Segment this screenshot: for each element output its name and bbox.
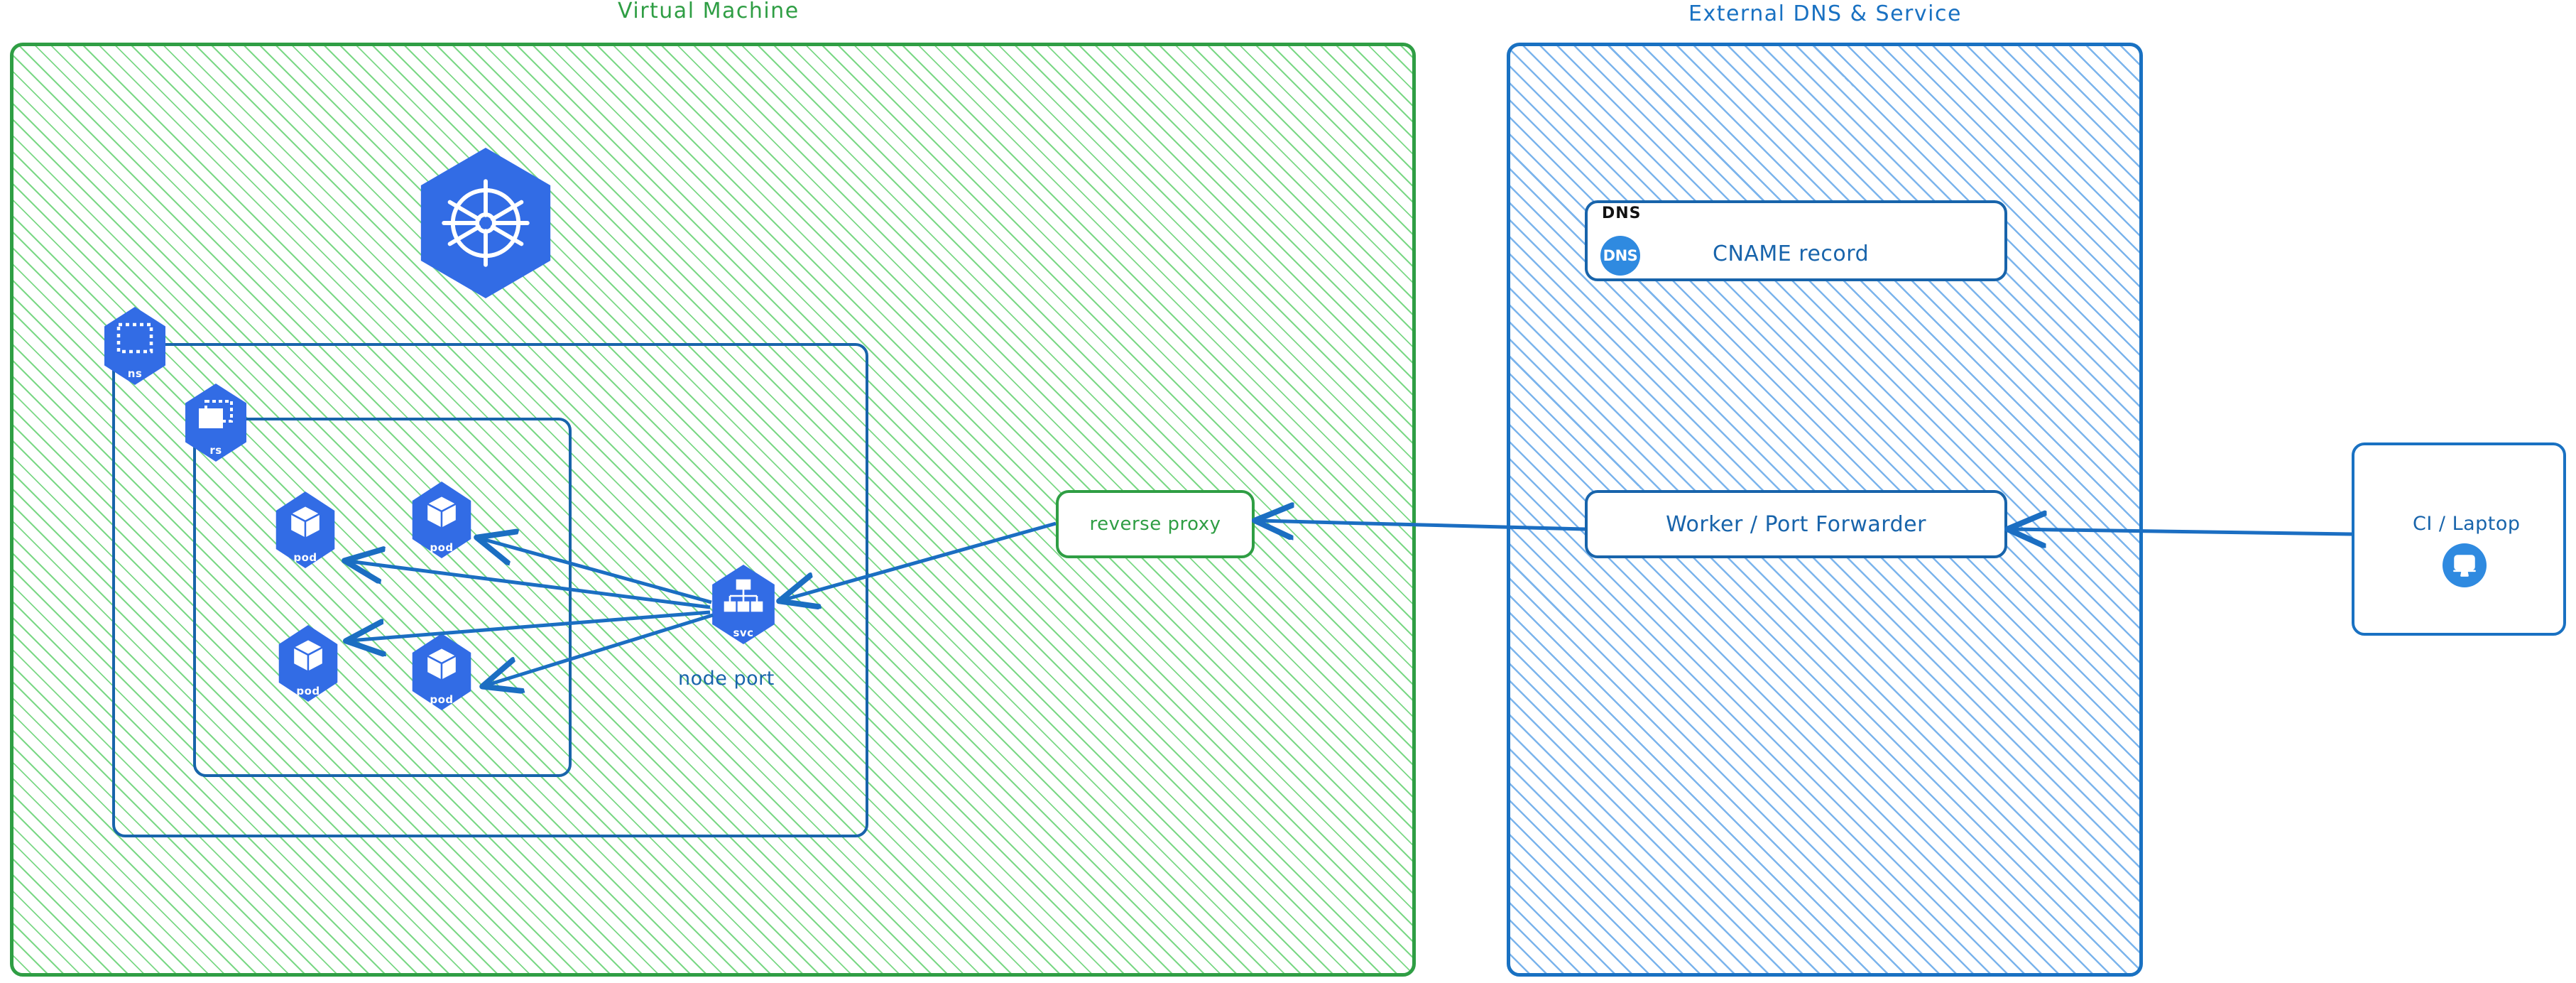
dns-card-corner-label: DNS [1602, 205, 1642, 222]
pod-2-tag: pod [430, 541, 454, 554]
dns-circle-icon-text: DNS [1603, 247, 1638, 264]
dns-card[interactable] [1585, 200, 2007, 281]
desktop-monitor-icon [2443, 543, 2487, 587]
ci-laptop-box[interactable] [2352, 442, 2566, 636]
reverse-proxy-box[interactable]: reverse proxy [1056, 490, 1255, 558]
pod-1-tag: pod [293, 550, 317, 564]
service-badge: svc [712, 565, 775, 644]
namespace-badge-tag: ns [127, 367, 143, 381]
pod-3: pod [278, 625, 338, 702]
node-port-label: node port [678, 668, 775, 690]
group-title-external-dns-service: External DNS & Service [1688, 1, 1962, 26]
pod-4-tag: pod [430, 693, 454, 706]
pod-3-tag: pod [296, 684, 320, 697]
kubernetes-helm-wheel-icon [420, 148, 551, 298]
ci-laptop-label: CI / Laptop [2413, 513, 2521, 535]
worker-port-forwarder-label: Worker / Port Forwarder [1666, 511, 1926, 537]
service-badge-tag: svc [733, 626, 754, 640]
group-title-virtual-machine: Virtual Machine [618, 0, 799, 23]
cname-record-label: CNAME record [1713, 241, 1870, 266]
worker-port-forwarder-box[interactable]: Worker / Port Forwarder [1585, 490, 2007, 558]
reverse-proxy-label: reverse proxy [1089, 514, 1221, 535]
replicaset-badge-tag: rs [209, 444, 222, 457]
dns-circle-icon: DNS [1600, 236, 1640, 276]
pod-1: pod [275, 492, 335, 568]
replicaset-container [193, 418, 572, 777]
